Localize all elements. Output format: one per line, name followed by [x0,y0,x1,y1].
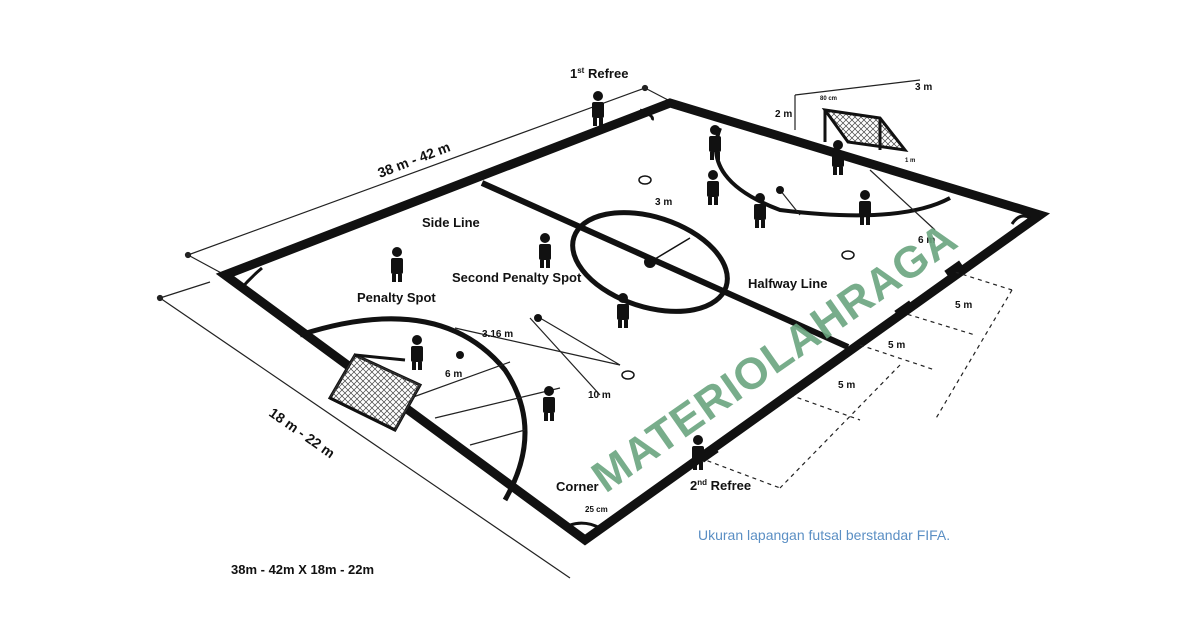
sub-zone-3-label: 5 m [838,380,855,391]
referee-1-label: 1st Refree [570,66,628,81]
penalty-spot-label: Penalty Spot [357,290,436,305]
penalty-spots [621,175,855,380]
corner-label: Corner [556,479,599,494]
sub-zone-2-label: 5 m [888,340,905,351]
far-penalty-arc [714,127,951,218]
near-penalty-arc-label: 6 m [445,369,462,380]
length-range-label: 38 m - 42 m [375,139,452,181]
measurement-guides [404,79,936,446]
second-penalty-distance-label: 10 m [588,390,611,401]
center-circle [570,210,730,314]
substitution-zone-lines [699,271,1013,489]
goal-height-label: 2 m [775,109,792,120]
width-dimension-line [156,281,571,579]
field-boundary [215,98,1051,546]
second-penalty-spot-label: Second Penalty Spot [452,270,582,285]
far-goal [821,108,909,153]
mark-dots [456,186,784,359]
halfway-line [480,180,850,350]
length-dimension-line [184,84,669,276]
side-line-label: Side Line [422,215,480,230]
center-radius-label: 3 m [655,197,672,208]
goal-width-small-label: 80 cm [820,96,837,102]
corner-arcs [238,108,1031,530]
center-radius-line [649,237,691,263]
substitution-zone-markers [699,260,964,463]
corner-size-label: 25 cm [585,505,608,514]
near-goal [327,353,423,432]
dimensions-label: 38m - 42m X 18m - 22m [231,562,374,577]
far-penalty-arc-label: 6 m [918,235,935,246]
image-caption: Ukuran lapangan futsal berstandar FIFA. [698,527,951,543]
goal-side-small-label: 1 m [905,158,915,164]
goal-depth-label: 3 m [915,82,932,93]
player-figures [391,91,871,470]
sub-zone-1-label: 5 m [955,300,972,311]
halfway-line-label: Halfway Line [748,276,827,291]
referee-2-label: 2nd Refree [690,478,751,493]
penalty-distance-label: 3.16 m [482,329,513,340]
